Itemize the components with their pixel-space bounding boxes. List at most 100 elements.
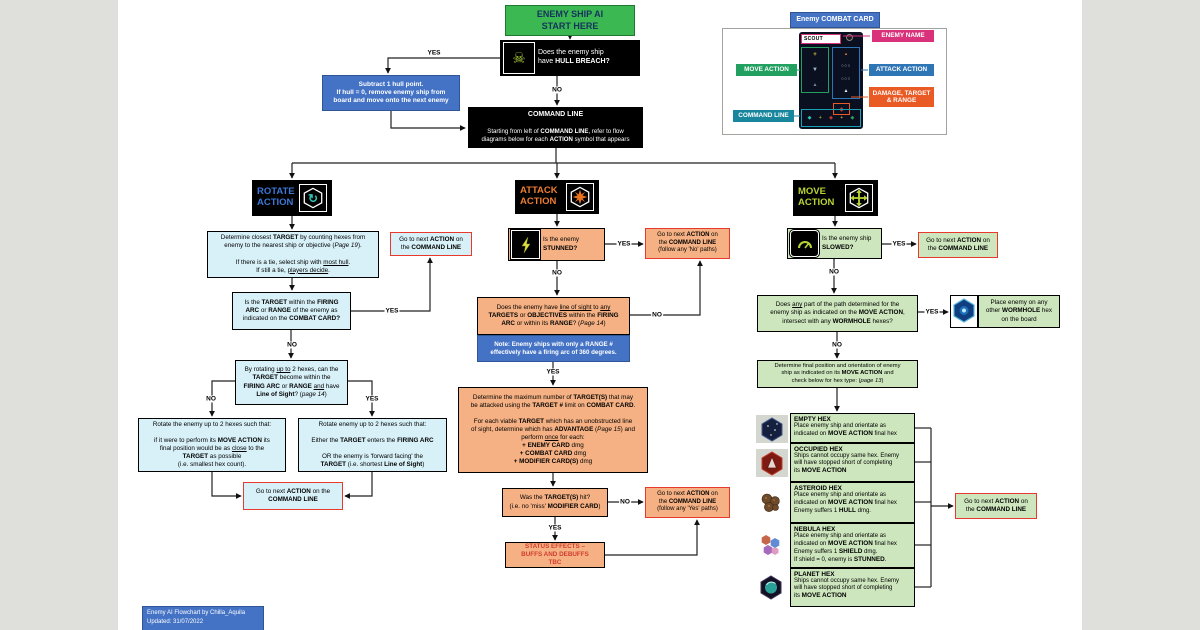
- hex-name: ASTEROID HEX: [794, 484, 842, 492]
- no-label: NO: [551, 86, 563, 94]
- combat-card-image: [799, 32, 863, 129]
- combat-card-title: Enemy COMBAT CARD: [790, 12, 880, 28]
- command-symbol-icon: ◆: [829, 115, 833, 121]
- skull-icon: ☠: [503, 42, 535, 74]
- card-shield-dot-icon: [846, 34, 853, 41]
- hex-row-empty: EMPTY HEX Place enemy ship and orientate…: [790, 413, 915, 443]
- enemy-name-label: ENEMY NAME: [872, 30, 934, 42]
- command-symbol-icon: ◆: [807, 115, 812, 121]
- max-targets-text: Determine the maximum number of TARGET(S…: [470, 393, 636, 466]
- slowed-gauge-icon: [790, 230, 819, 257]
- hex-row-planet: PLANET HEX Ships cannot occupy same hex.…: [790, 568, 915, 607]
- subtract-hull-text: Subtract 1 hull point.If hull = 0, remov…: [333, 80, 449, 105]
- svg-text:☠: ☠: [512, 50, 525, 67]
- no-label: NO: [205, 395, 217, 403]
- command-line-card-label-text: COMMAND LINE: [738, 112, 789, 120]
- range-note-text: Note: Enemy ships with only a RANGE #eff…: [490, 340, 617, 356]
- max-targets-node: Determine the maximum number of TARGET(S…: [458, 387, 648, 473]
- enemy-name-label-text: ENEMY NAME: [881, 32, 925, 40]
- rotate-action-icon: ↻: [299, 184, 327, 212]
- empty-hex-icon: [756, 415, 788, 443]
- command-line-node: COMMAND LINE Starting from left of COMMA…: [468, 107, 643, 148]
- move-action-card-label: MOVE ACTION: [736, 64, 797, 76]
- wormhole-question-node: Does any part of the path determined for…: [757, 295, 918, 332]
- final-position-text: Determine final position and orientation…: [774, 362, 901, 384]
- stunned-icon: [511, 230, 540, 259]
- nebula-hex-icon: [756, 532, 786, 558]
- no-label: NO: [286, 341, 298, 349]
- yes-label: YES: [547, 524, 563, 532]
- hex-cluster-icon: ○○○: [841, 63, 851, 68]
- asteroid-hex-icon: [756, 489, 786, 515]
- yes-label: YES: [364, 395, 380, 403]
- yes-label: YES: [426, 49, 442, 57]
- plus-icon: +: [813, 52, 817, 59]
- command-line-title: COMMAND LINE: [527, 111, 584, 118]
- rotate-close-node: Rotate the enemy up to 2 hexes such that…: [138, 418, 286, 472]
- no-label: NO: [551, 269, 563, 277]
- credit-author: Enemy AI Flowchart by Chilla_Aquila: [147, 610, 246, 616]
- hex-name: NEBULA HEX: [794, 525, 836, 533]
- damage-target-range-label-text: DAMAGE, TARGET& RANGE: [872, 89, 931, 104]
- hex-name: OCCUPIED HEX: [794, 445, 843, 453]
- move-action-card-label-text: MOVE ACTION: [744, 66, 789, 74]
- combat-card-title-text: Enemy COMBAT CARD: [796, 15, 874, 23]
- final-position-node: Determine final position and orientation…: [757, 360, 918, 388]
- determine-target-text: Determine closest TARGET by counting hex…: [220, 234, 366, 274]
- hex-cluster-icon: ○○○: [841, 75, 851, 81]
- rotate-close-text: Rotate the enemy up to 2 hexes such that…: [152, 420, 272, 469]
- target-hit-question-text: Was the TARGET(S) hit?(i.e. no 'miss' MO…: [509, 494, 601, 510]
- wormhole-question-text: Does any part of the path determined for…: [770, 301, 905, 325]
- wormhole-icon-cell: [950, 295, 978, 328]
- line-of-sight-question-node: Does the enemy have line of sight to any…: [477, 297, 630, 335]
- card-command-region: ◆ + ◆ + ◆: [801, 109, 861, 127]
- no-label: NO: [619, 498, 631, 506]
- line-of-sight-question-text: Does the enemy have line of sight to any…: [488, 303, 619, 328]
- ship-icon: ▲: [843, 88, 849, 94]
- credit-updated: Updated: 31/07/2022: [147, 618, 204, 625]
- planet-hex-icon: [756, 574, 786, 600]
- command-line-body: Starting from left of COMMAND LINE, refe…: [481, 128, 630, 144]
- target-arrow-icon: ▲: [844, 51, 848, 56]
- range-note-node: Note: Enemy ships with only a RANGE #eff…: [477, 335, 630, 362]
- occupied-hex-icon: [756, 449, 788, 477]
- card-name-strip: SCOUT: [801, 34, 841, 44]
- svg-text:↻: ↻: [308, 192, 318, 206]
- rotate-facing-node: Rotate enemy up to 2 hexes such that:Eit…: [298, 418, 447, 472]
- move-hex-icon: ▲: [812, 81, 818, 88]
- wormhole-icon: [952, 297, 976, 326]
- command-line-card-label: COMMAND LINE: [733, 110, 794, 122]
- hex-row-nebula: NEBULA HEX Place enemy ship and orientat…: [790, 523, 915, 568]
